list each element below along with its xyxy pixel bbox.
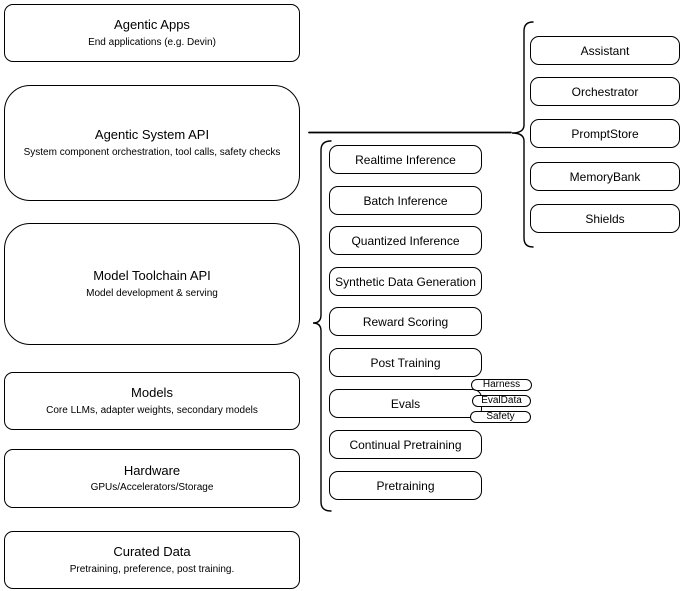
node-label: MemoryBank [569, 169, 641, 184]
tag-label: Safety [486, 411, 515, 422]
node-promptstore: PromptStore [530, 119, 680, 148]
node-subtitle: Pretraining, preference, post training. [69, 563, 235, 575]
node-label: Post Training [370, 355, 441, 370]
node-label: PromptStore [571, 126, 639, 141]
node-realtime-inference: Realtime Inference [329, 145, 482, 174]
tag-safety: Safety [470, 411, 531, 423]
node-title: Model Toolchain API [93, 268, 211, 284]
node-reward-scoring: Reward Scoring [329, 307, 482, 336]
node-label: Continual Pretraining [349, 437, 462, 452]
node-memorybank: MemoryBank [530, 162, 680, 191]
node-models: Models Core LLMs, adapter weights, secon… [4, 372, 300, 430]
node-subtitle: Model development & serving [86, 287, 218, 299]
node-label: Evals [390, 396, 421, 411]
node-title: Curated Data [113, 544, 191, 560]
node-label: Shields [585, 211, 625, 226]
tag-evaldata: EvalData [472, 395, 531, 407]
node-label: Quantized Inference [351, 233, 460, 248]
node-label: Reward Scoring [362, 314, 449, 329]
tag-label: EvalData [481, 395, 522, 406]
node-subtitle: GPUs/Accelerators/Storage [90, 482, 214, 494]
node-agentic-apps: Agentic Apps End applications (e.g. Devi… [4, 4, 300, 62]
node-continual-pretraining: Continual Pretraining [329, 430, 482, 459]
node-label: Realtime Inference [355, 152, 456, 167]
node-title: Hardware [123, 462, 181, 478]
node-title: Models [131, 385, 173, 401]
node-batch-inference: Batch Inference [329, 186, 482, 215]
node-label: Batch Inference [363, 193, 448, 208]
node-quantized-inference: Quantized Inference [329, 226, 482, 255]
tag-label: Harness [482, 379, 521, 390]
node-title: Agentic System API [94, 127, 210, 143]
node-assistant: Assistant [530, 36, 680, 65]
node-subtitle: End applications (e.g. Devin) [88, 36, 216, 48]
node-synthetic-data-generation: Synthetic Data Generation [329, 267, 482, 296]
node-subtitle: Core LLMs, adapter weights, secondary mo… [46, 404, 258, 416]
node-title: Agentic Apps [114, 17, 190, 33]
node-agentic-system-api: Agentic System API System component orch… [4, 85, 300, 201]
node-label: Synthetic Data Generation [335, 274, 476, 289]
node-orchestrator: Orchestrator [530, 77, 680, 106]
node-curated-data: Curated Data Pretraining, preference, po… [4, 531, 300, 589]
node-model-toolchain-api: Model Toolchain API Model development & … [4, 223, 300, 345]
node-label: Pretraining [376, 478, 435, 493]
node-shields: Shields [530, 204, 680, 233]
node-pretraining: Pretraining [329, 471, 482, 500]
node-post-training: Post Training [329, 348, 482, 377]
node-evals: Evals [329, 389, 482, 418]
node-hardware: Hardware GPUs/Accelerators/Storage [4, 449, 300, 508]
node-label: Assistant [580, 43, 630, 58]
tag-harness: Harness [471, 379, 532, 391]
node-subtitle: System component orchestration, tool cal… [23, 146, 281, 158]
node-label: Orchestrator [571, 84, 639, 99]
